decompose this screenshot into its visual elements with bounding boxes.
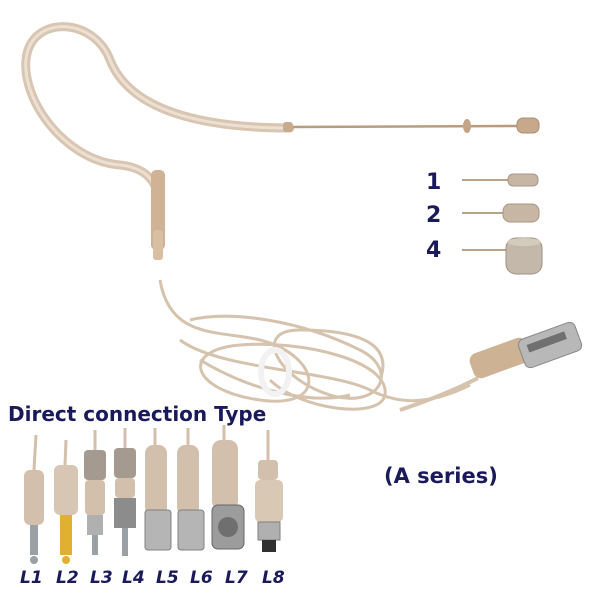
connector-l2 [54,439,78,564]
connector-label-l3: L3 [90,568,113,588]
connector-label-l4: L4 [122,568,145,588]
connector-label-l1: L1 [20,568,43,588]
headset-microphone [21,22,540,260]
size-label-1: 1 [426,170,442,195]
connector-l3 [84,430,106,555]
capsule-size-2 [462,203,540,223]
coiled-cable [158,279,479,412]
capsule-size-1 [462,173,539,187]
connector-row [24,425,283,564]
mini-xlr-connector [469,321,583,379]
connector-l1 [24,434,44,564]
connector-label-l2: L2 [56,568,79,588]
connector-l8 [255,430,283,552]
size-label-2: 2 [426,203,442,228]
series-label: (A series) [384,464,498,488]
size-label-4: 4 [426,238,442,263]
connector-label-l8: L8 [262,568,285,588]
connector-l4 [114,428,136,556]
connector-l5 [144,428,172,551]
capsule-size-4 [462,237,543,275]
connector-label-l5: L5 [156,568,179,588]
connector-label-l6: L6 [190,568,213,588]
connector-l7 [211,425,245,550]
direct-connection-heading: Direct connection Type [8,402,267,426]
connector-l6 [177,428,205,551]
connector-label-l7: L7 [225,568,248,588]
